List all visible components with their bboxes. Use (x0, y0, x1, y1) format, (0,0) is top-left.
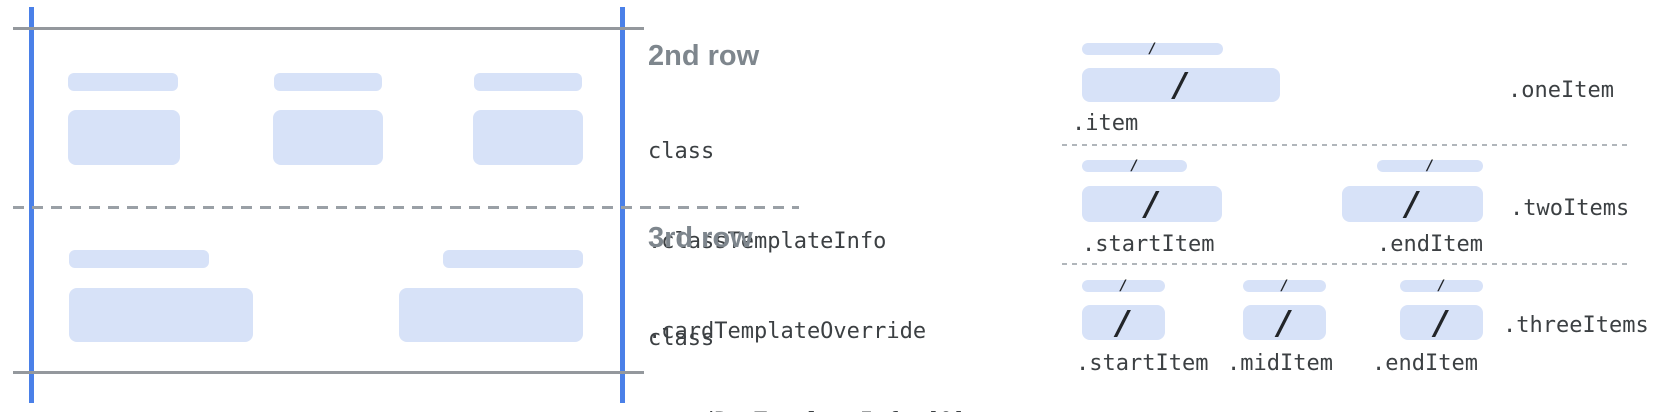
code-line: .classTemplateInfo (648, 229, 887, 254)
layout-separator-dotted (1062, 263, 1632, 265)
label-placeholder-bar: / (1400, 278, 1483, 294)
label-placeholder-bar: / (1082, 278, 1165, 294)
item-field-label: .midItem (1227, 351, 1333, 376)
card-bottom-rule (13, 371, 644, 374)
separator-slash: / (1142, 184, 1162, 223)
label-placeholder-bar: / (1082, 158, 1187, 174)
separator-slash: / (1119, 278, 1128, 294)
label-placeholder-bar (274, 73, 382, 91)
separator-slash: / (1437, 278, 1446, 294)
separator-slash: / (1280, 278, 1289, 294)
label-placeholder-bar: / (1243, 278, 1326, 294)
row-divider-dashed (13, 206, 799, 209)
separator-slash: / (1274, 302, 1295, 342)
left-guide-line (29, 7, 34, 403)
label-placeholder-bar (474, 73, 582, 91)
item-field-label: .item (1072, 111, 1139, 136)
value-placeholder-bar (473, 110, 583, 165)
item-field-label: .startItem (1082, 232, 1215, 257)
label-placeholder-bar (69, 250, 209, 268)
layout-separator-dotted (1062, 144, 1632, 146)
value-placeholder-bar (399, 288, 583, 342)
label-placeholder-bar (443, 250, 583, 268)
separator-slash: / (1402, 184, 1423, 223)
code-line: class (648, 326, 715, 351)
label-placeholder-bar: / (1377, 158, 1483, 174)
value-placeholder-bar (69, 288, 253, 342)
row2-heading: 2nd row (648, 40, 760, 72)
value-placeholder-bar: / (1082, 68, 1280, 102)
code-line: .cardRowTemplateInfos[0] (648, 407, 966, 412)
separator-slash: / (1425, 158, 1435, 174)
layout-name-label: .threeItems (1503, 313, 1649, 338)
layout-name-label: .oneItem (1508, 78, 1614, 103)
row3-code-path: class .classTemplateInfo .cardTemplateOv… (648, 266, 966, 412)
value-placeholder-bar: / (1400, 305, 1483, 340)
code-line: class (648, 139, 715, 164)
row2-code-path: class .classTemplateInfo .cardTemplateOv… (648, 77, 966, 412)
separator-slash: / (1130, 158, 1139, 174)
item-field-label: .endItem (1377, 232, 1483, 257)
code-line: .cardTemplateOverride (648, 319, 927, 344)
value-placeholder-bar: / (1082, 186, 1222, 222)
layout-name-label: .twoItems (1510, 196, 1630, 221)
card-top-rule (13, 27, 644, 30)
value-placeholder-bar: / (1082, 305, 1165, 340)
separator-slash: / (1113, 302, 1134, 342)
item-field-label: .startItem (1076, 351, 1209, 376)
value-placeholder-bar (273, 110, 383, 165)
item-field-label: .endItem (1372, 351, 1478, 376)
value-placeholder-bar (68, 110, 180, 165)
value-placeholder-bar: / (1342, 186, 1483, 222)
separator-slash: / (1171, 65, 1191, 104)
value-placeholder-bar: / (1243, 305, 1326, 340)
label-placeholder-bar (68, 73, 178, 91)
right-guide-line (620, 7, 625, 403)
row3-heading: 3rd row (648, 222, 753, 254)
separator-slash: / (1148, 41, 1157, 57)
separator-slash: / (1431, 302, 1452, 342)
label-placeholder-bar: / (1082, 41, 1223, 57)
